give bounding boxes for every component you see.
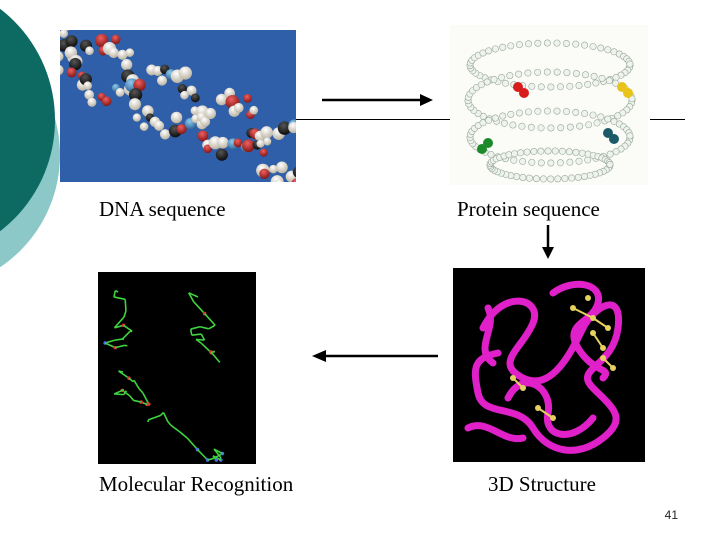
slide-decoration (0, 8, 60, 268)
protein-sequence-image (450, 25, 648, 185)
protein-ribbon-structure-icon (464, 280, 623, 454)
dna-helix-image (60, 30, 296, 182)
rule-line-right (650, 119, 685, 120)
page-number: 41 (664, 508, 678, 522)
recognition-image (98, 272, 256, 464)
protein-sequence-label: Protein sequence (457, 197, 600, 221)
dna-double-helix-photo-icon (60, 30, 296, 182)
rule-line-left (296, 119, 454, 120)
structure-image (453, 268, 645, 462)
arrow-structure-to-recognition (312, 350, 438, 362)
molecular-stick-model-icon (103, 289, 225, 462)
recognition-label: Molecular Recognition (99, 472, 294, 496)
arrow-dna-to-protein (322, 94, 433, 106)
amino-acid-chain-diagram-icon (464, 39, 636, 183)
structure-label: 3D Structure (488, 472, 596, 496)
dna-label: DNA sequence (99, 197, 226, 221)
arrow-protein-to-structure (542, 225, 554, 259)
dark-teal-circle (0, 8, 55, 232)
